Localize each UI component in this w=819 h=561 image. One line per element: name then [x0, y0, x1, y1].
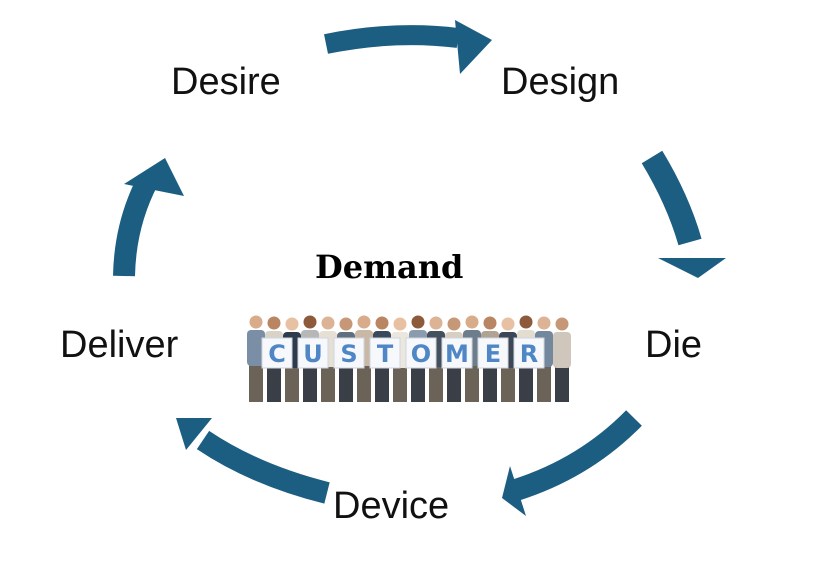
banner-card: [441, 337, 473, 369]
stage-desire: Desire: [171, 61, 281, 103]
person-figure: [247, 315, 265, 402]
banner-letter: R: [520, 340, 538, 368]
stage-design: Design: [501, 61, 620, 103]
banner-card: [333, 337, 365, 369]
banner-card: [369, 337, 401, 369]
banner-card: [477, 337, 509, 369]
banner-card: [261, 337, 293, 369]
banner-letter: U: [303, 340, 323, 368]
banner-letter: O: [411, 340, 431, 368]
banner-letter: M: [445, 340, 469, 368]
stage-die: Die: [645, 324, 703, 366]
center-title-demand: Demand: [315, 248, 464, 286]
banner-letter: C: [268, 340, 286, 368]
arrow-design-to-die: [641, 150, 726, 278]
banner-card: [513, 337, 545, 369]
arrow-desire-to-design: [324, 20, 492, 74]
stage-deliver: Deliver: [60, 324, 179, 366]
person-figure: [553, 317, 571, 402]
banner-card: [405, 337, 437, 369]
banner-letter: T: [377, 340, 394, 368]
arrow-die-to-device: [502, 410, 642, 516]
arrow-deliver-to-desire: [113, 158, 184, 277]
banner-letter: S: [340, 340, 357, 368]
stage-device: Device: [333, 485, 450, 527]
banner-letter: E: [485, 340, 501, 368]
banner-card: [297, 337, 329, 369]
arrow-device-to-deliver: [176, 418, 330, 504]
